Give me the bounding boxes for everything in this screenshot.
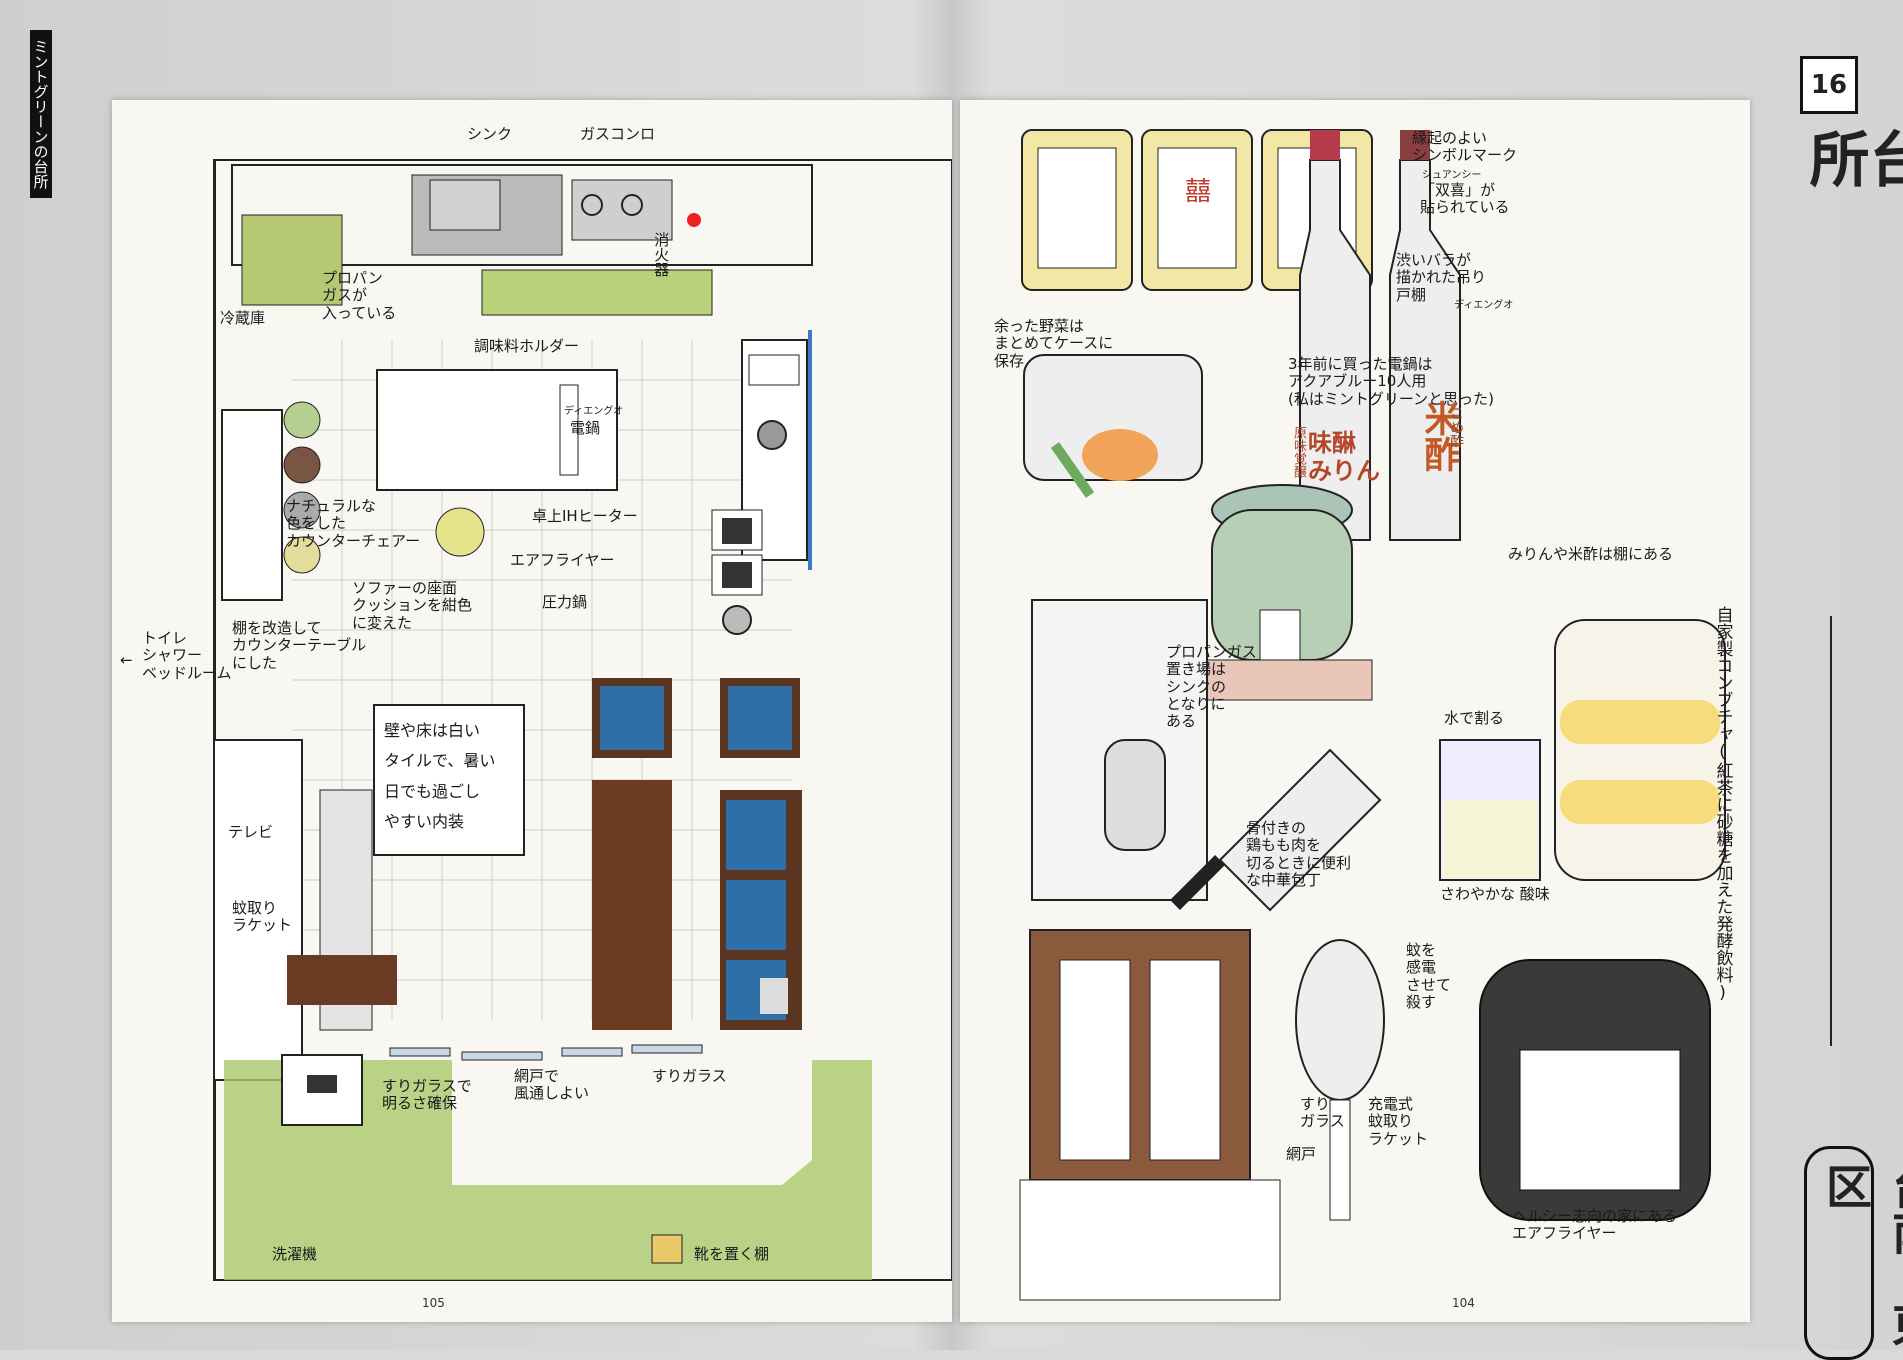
page-number-right: 104 <box>1452 1296 1475 1310</box>
label-counter-chairs: ナチュラルな 色をした カウンターチェアー <box>286 497 421 550</box>
label-refreshing-sour: さわやかな 酸味 <box>1440 885 1550 903</box>
label-zap-mosquito: 蚊を 感電 させて 殺す <box>1406 941 1452 1011</box>
label-propane-place: プロパンガス 置き場は シンクの となりに ある <box>1166 643 1257 730</box>
label-rechargeable-racket: 充電式 蚊取り ラケット <box>1368 1095 1429 1148</box>
label-datong-ruby: ディエングオ <box>564 406 624 417</box>
mirin-bottle-sub: 原味覚醸 <box>1290 426 1306 478</box>
label-gas-stove: ガスコンロ <box>580 125 656 143</box>
label-washing-machine: 洗濯機 <box>272 1245 318 1263</box>
double-happiness-char: 囍 <box>1185 177 1212 207</box>
label-frosted-glass: すりガラス <box>652 1067 727 1085</box>
label-datong: 電鍋 <box>570 419 601 437</box>
mirin-bottle-label: 味醂 みりん <box>1308 429 1380 485</box>
vinegar-bottle-sub: こめ酢 <box>1448 406 1465 448</box>
label-tv: テレビ <box>228 823 274 841</box>
label-sofa: ソファーの座面 クッションを紺色 に変えた <box>352 579 473 632</box>
label-mirin-vinegar: みりんや米酢は棚にある <box>1508 545 1674 563</box>
chapter-title: ミントグリーンの台所 <box>1799 128 1903 190</box>
label-lucky-symbol: 縁起のよい シンボルマーク <box>1412 129 1518 165</box>
label-extinguisher: 消火器 <box>652 232 671 277</box>
label-double-happiness: 「双喜」が 貼られている <box>1420 181 1510 217</box>
label-air-fryer-right: ヘルシー志向の家にある エアフライヤー <box>1512 1207 1678 1243</box>
label-pressure-cooker: 圧力鍋 <box>542 593 588 611</box>
kitchen-illustrations <box>1019 129 1726 1301</box>
label-seasoning-holder: 調味料ホルダー <box>474 337 580 355</box>
label-shoe-shelf: 靴を置く棚 <box>694 1245 770 1263</box>
label-rice-cooker: 3年前に買った電鍋は アクアブルー10人用 (私はミントグリーンと思った) <box>1288 355 1494 408</box>
label-walls-note: 壁や床は白い タイルで、暑い 日でも過ごし やすい内装 <box>384 721 496 832</box>
label-kombucha: 自家製コンブチャ(紅茶に砂糖を加えた発酵飲料) <box>1712 606 1733 1003</box>
page-number-left: 105 <box>422 1296 445 1310</box>
label-toilet-shower-bedroom: トイレ シャワー ベッドルーム <box>142 629 232 682</box>
label-fridge: 冷蔵庫 <box>220 309 266 327</box>
label-veggie-case: 余った野菜は まとめてケースに 保存 <box>994 317 1114 370</box>
label-sink: シンク <box>467 125 513 143</box>
label-swatter: 蚊取り ラケット <box>232 899 293 935</box>
vinegar-bottle-label: 米酢 <box>1418 400 1460 472</box>
label-frosted-glass-door: すり ガラス <box>1300 1095 1345 1131</box>
label-propane: プロパン ガスが 入っている <box>322 269 397 322</box>
label-cabinet-ruby: ディエングオ <box>1454 300 1514 311</box>
label-screen-door-right: 網戸 <box>1286 1145 1317 1163</box>
label-counter-table: 棚を改造して カウンターテーブル にした <box>232 619 367 672</box>
right-page: 縁起のよい シンボルマーク シュアンシー 「双喜」が 貼られている 渋いバラが … <box>960 100 1750 1322</box>
label-frosted-glass-bright: すりガラスで 明るさ確保 <box>382 1077 472 1113</box>
left-page: シンク ガスコンロ 消火器 プロパン ガスが 入っている 冷蔵庫 調味料ホルダー… <box>112 100 952 1322</box>
label-arrow: ← <box>120 651 133 669</box>
location-text: 台南・東区 <box>1819 1163 1903 1347</box>
label-lucky-ruby: シュアンシー <box>1422 170 1482 181</box>
label-ih-heater: 卓上IHヒーター <box>532 507 638 525</box>
label-cleaver: 骨付きの 鶏もも肉を 切るときに便利 な中華包丁 <box>1246 819 1352 889</box>
chapter-number-badge: 16 <box>1800 56 1858 114</box>
label-water: 水で割る <box>1444 709 1505 727</box>
title-divider-top <box>1830 616 1832 1046</box>
label-rose-cabinet: 渋いバラが 描かれた吊り 戸棚 <box>1396 251 1487 304</box>
label-screen-door: 網戸で 風通しよい <box>514 1067 590 1103</box>
section-side-tab: ミントグリーンの台所 <box>30 30 52 198</box>
label-air-fryer: エアフライヤー <box>510 551 615 569</box>
floorplan-drawing <box>213 159 952 1281</box>
location-box: 台南・東区 <box>1804 1146 1903 1360</box>
chapter-title-block: 16 ミントグリーンの台所 台南・東区 <box>1799 56 1903 1360</box>
